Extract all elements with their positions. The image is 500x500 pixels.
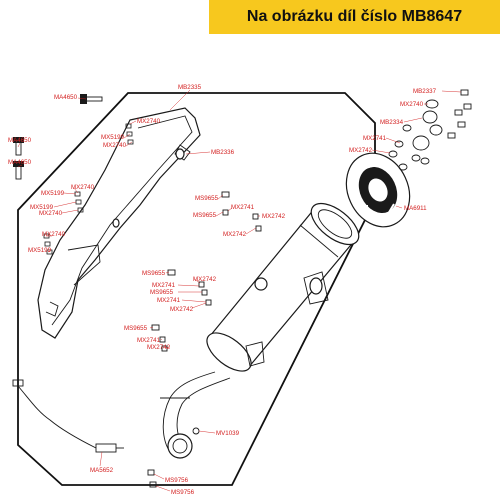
clips <box>43 123 134 255</box>
label-ma5652: MA5652 <box>90 467 114 474</box>
label-mx2740-6: MX2740 <box>400 101 424 108</box>
bolt-ma4650-top <box>80 94 103 104</box>
label-ms9655-1: MS9655 <box>195 195 219 202</box>
label-mx2742-2: MX2742 <box>223 231 247 238</box>
label-mb2337: MB2337 <box>413 88 437 95</box>
label-mx2740-3: MX2740 <box>71 184 95 191</box>
label-ma4650-2: MA4650 <box>8 137 32 144</box>
label-mx2740-4: MX2740 <box>39 210 63 217</box>
label-ms9655-4: MS9655 <box>150 289 174 296</box>
header-title: Na obrázku díl číslo MB8647 <box>246 8 463 25</box>
label-mx2742-4: MX2742 <box>170 306 194 313</box>
label-ma4650-1: MA4650 <box>54 94 78 101</box>
label-mx5199-4: MX5199 <box>28 247 52 254</box>
tail-hardware <box>388 89 472 171</box>
label-ms9756-1: MS9756 <box>165 477 189 484</box>
label-mx2741-3: MX2741 <box>157 297 181 304</box>
part-labels: MA4650 MB2335 MX2740 MX5199 MX2740 MB233… <box>8 84 437 496</box>
label-mx2742-6: MX2742 <box>349 147 373 154</box>
header-banner: Na obrázku díl číslo MB8647 <box>209 0 500 34</box>
label-mx5199-3: MX5199 <box>30 204 54 211</box>
muffler <box>206 202 360 372</box>
label-ms9655-2: MS9655 <box>193 212 217 219</box>
label-ma4650-3: MA4650 <box>8 159 32 166</box>
bolt-ms9756 <box>147 469 157 488</box>
label-mx2740-1: MX2740 <box>137 118 161 125</box>
label-mv1039: MV1039 <box>216 430 240 437</box>
bolt-ma4650-a <box>13 137 24 156</box>
label-ms9655-5: MS9655 <box>124 325 148 332</box>
label-mx5199-2: MX5199 <box>41 190 65 197</box>
exhaust-pipe <box>160 371 231 459</box>
label-mx2740-2: MX2740 <box>103 142 127 149</box>
leader-lines <box>17 89 462 492</box>
label-mx2742-3: MX2742 <box>193 276 217 283</box>
bolt-ma4650-b <box>13 161 24 180</box>
group-frame <box>17 92 376 486</box>
label-ms9756-2: MS9756 <box>171 489 195 496</box>
label-mx2742-5: MX2742 <box>147 344 171 351</box>
label-mx5199-1: MX5199 <box>101 134 125 141</box>
label-ma6911: MA6911 <box>404 205 427 212</box>
lambda-sensor <box>12 379 124 453</box>
label-ms9655-3: MS9655 <box>142 270 166 277</box>
tail-cap <box>345 152 411 228</box>
label-mx2742-1: MX2742 <box>262 213 286 220</box>
label-mx2741-2: MX2741 <box>152 282 176 289</box>
label-mx2741-4: MX2741 <box>137 337 161 344</box>
label-mb2334: MB2334 <box>380 119 404 126</box>
label-mb2335: MB2335 <box>178 84 202 91</box>
muffler-hardware <box>151 191 262 352</box>
label-mx2741-5: MX2741 <box>363 135 387 142</box>
label-mx2741-1: MX2741 <box>231 204 255 211</box>
label-mb2336: MB2336 <box>211 149 235 156</box>
label-mx2740-5: MX2740 <box>42 231 66 238</box>
heat-shield <box>37 107 201 339</box>
